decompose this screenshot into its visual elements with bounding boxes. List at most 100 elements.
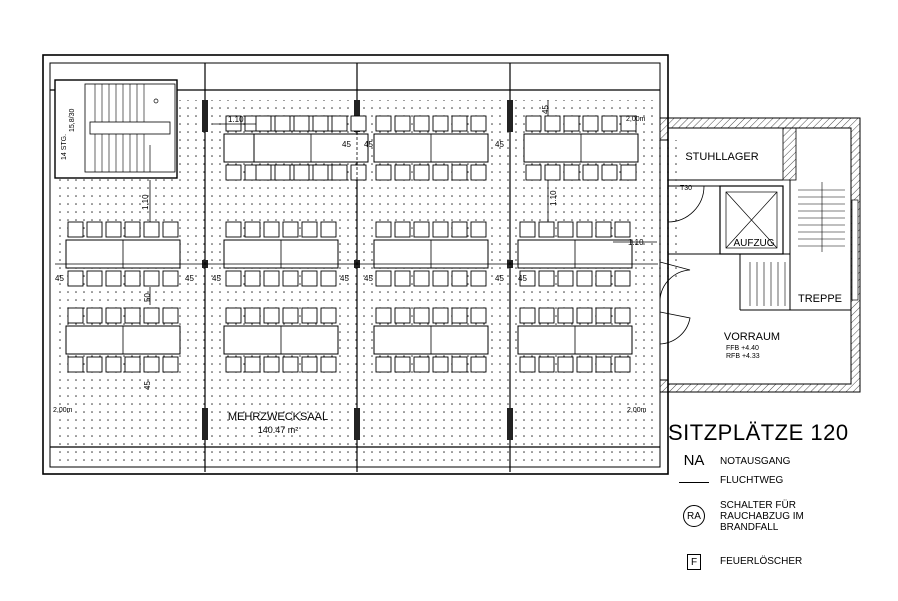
dim-45-k: 45 [541, 105, 550, 114]
chair [576, 356, 593, 373]
chair [67, 307, 84, 324]
chair [263, 270, 280, 287]
escape-routes [55, 132, 658, 408]
chair [432, 307, 449, 324]
chair [432, 356, 449, 373]
chair [162, 307, 179, 324]
chair [225, 356, 242, 373]
chair [451, 115, 468, 132]
chair [394, 270, 411, 287]
chair [576, 307, 593, 324]
chair [451, 221, 468, 238]
chair [538, 307, 555, 324]
chair [595, 270, 612, 287]
dim-45-d: 45 [55, 274, 64, 283]
chair [544, 115, 561, 132]
chair [105, 270, 122, 287]
chair [312, 115, 329, 132]
chair [620, 115, 637, 132]
chair [519, 221, 536, 238]
chair [432, 270, 449, 287]
main-hall-area: 140.47 m² [258, 425, 299, 435]
chair [320, 270, 337, 287]
dim-45-h: 45 [364, 274, 373, 283]
dim-1-10-top: 1.10 [228, 115, 244, 124]
chair [143, 307, 160, 324]
chair [301, 270, 318, 287]
chair [244, 307, 261, 324]
chair [350, 164, 367, 181]
chair [544, 164, 561, 181]
chair [375, 221, 392, 238]
chair [244, 270, 261, 287]
annex-floor-pattern [658, 140, 683, 280]
dim-45-b: 45 [364, 140, 373, 149]
chair [301, 356, 318, 373]
annex-walls [659, 117, 861, 393]
chair [394, 115, 411, 132]
stair-dims-label: 15,8/30 [69, 109, 76, 132]
chair [331, 115, 348, 132]
chair [162, 356, 179, 373]
chair [595, 221, 612, 238]
chair [86, 270, 103, 287]
chair [225, 115, 242, 132]
chair [255, 164, 272, 181]
chair [576, 221, 593, 238]
anteroom-ffb: FFB +4.40 [726, 345, 759, 352]
dim-45-e: 45 [185, 274, 194, 283]
chair [282, 307, 299, 324]
door-code-label: T30 [680, 185, 692, 192]
chair [614, 356, 631, 373]
chair [620, 164, 637, 181]
chair [255, 115, 272, 132]
chair [225, 270, 242, 287]
chair [601, 115, 618, 132]
chair [525, 164, 542, 181]
chair [124, 270, 141, 287]
chair [86, 221, 103, 238]
chair [470, 221, 487, 238]
chair [470, 356, 487, 373]
chair [413, 221, 430, 238]
chair [601, 164, 618, 181]
chair [595, 307, 612, 324]
chair [413, 164, 430, 181]
chair [67, 356, 84, 373]
chair [244, 221, 261, 238]
chair [375, 270, 392, 287]
chair [274, 164, 291, 181]
chair [576, 270, 593, 287]
seat-count-title: SITZPLÄTZE 120 [668, 420, 849, 445]
smoke-vent-switch-symbol: RA [683, 505, 705, 527]
chair [162, 221, 179, 238]
chair [86, 356, 103, 373]
chair [263, 221, 280, 238]
dim-45-g: 45 [340, 274, 349, 283]
chair [557, 221, 574, 238]
chair [320, 221, 337, 238]
chair [557, 307, 574, 324]
chair [582, 115, 599, 132]
chair [451, 356, 468, 373]
chair [143, 270, 160, 287]
chair [451, 164, 468, 181]
dim-45-l: 45 [143, 381, 152, 390]
chair [282, 270, 299, 287]
chair [451, 270, 468, 287]
elevator-label: AUFZUG [733, 238, 774, 249]
chair [263, 307, 280, 324]
dimension-marks [149, 100, 657, 305]
chair [595, 356, 612, 373]
chair [301, 221, 318, 238]
chair [293, 115, 310, 132]
chair [274, 115, 291, 132]
chair [67, 221, 84, 238]
legend-escape-route: FLUCHTWEG [668, 475, 840, 486]
chair [432, 115, 449, 132]
chair [614, 221, 631, 238]
stair-steps-label: 14 STG. [61, 134, 68, 160]
chair [320, 356, 337, 373]
dim-45-f: 45 [212, 274, 221, 283]
